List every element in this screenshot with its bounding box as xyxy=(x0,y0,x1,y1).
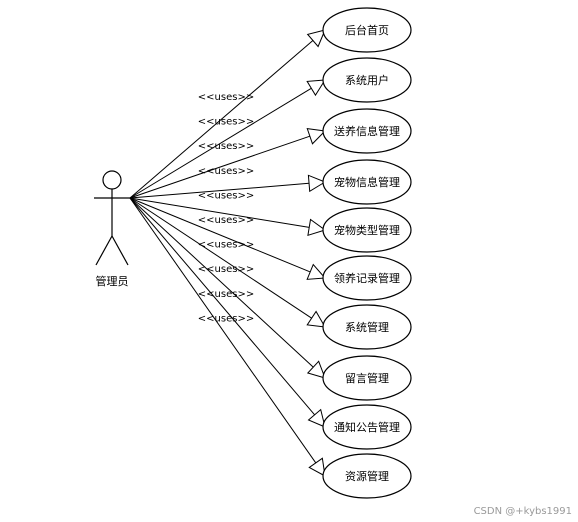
usecase-label: 宠物信息管理 xyxy=(334,175,400,189)
usecase-label: 后台首页 xyxy=(345,23,389,37)
stereotype-label: <<uses>> xyxy=(198,92,254,103)
usecase-label: 资源管理 xyxy=(345,469,389,483)
association-line xyxy=(129,197,312,319)
arrowhead xyxy=(307,174,327,193)
association-line xyxy=(129,87,312,199)
stereotype-label: <<uses>> xyxy=(198,289,254,300)
stereotype-labels: <<uses>> <<uses>> <<uses>> <<uses>> <<uses>>… xyxy=(198,92,254,324)
association-line xyxy=(129,197,311,273)
usecase-label: 系统管理 xyxy=(345,320,389,334)
stereotype-label: <<uses>> xyxy=(198,264,254,275)
usecase-label: 留言管理 xyxy=(345,371,389,385)
usecase-ellipse xyxy=(322,159,412,205)
arrowhead xyxy=(307,218,327,237)
arrowhead xyxy=(308,457,326,477)
stereotype-label: <<uses>> xyxy=(198,215,254,226)
usecase-ellipse xyxy=(322,404,412,450)
actor-figure: 管理员 xyxy=(94,170,130,288)
usecase-ellipse xyxy=(322,355,412,401)
arrowhead xyxy=(306,360,326,379)
usecase-ellipse xyxy=(322,304,412,350)
watermark: CSDN @+kybs1991 xyxy=(474,506,572,517)
usecase-ellipse xyxy=(322,7,412,53)
arrowhead xyxy=(306,29,326,48)
association-line xyxy=(129,182,310,199)
association-line xyxy=(129,197,316,416)
arrowhead xyxy=(306,310,326,328)
stereotype-label: <<uses>> xyxy=(198,141,254,152)
association-line xyxy=(129,197,310,228)
arrowhead xyxy=(306,263,327,280)
usecase-ellipse xyxy=(322,207,412,253)
usecase-label: 通知公告管理 xyxy=(334,420,400,434)
usecase-label: 宠物类型管理 xyxy=(334,223,400,237)
arrowhead xyxy=(307,408,326,428)
usecase-ellipse xyxy=(322,255,412,301)
association-line xyxy=(129,135,311,199)
usecase-ellipse xyxy=(322,108,412,154)
usecase-label: 领养记录管理 xyxy=(334,271,400,285)
usecase-ellipse xyxy=(322,453,412,499)
actor-label: 管理员 xyxy=(96,274,129,288)
usecase-label: 送养信息管理 xyxy=(334,124,400,138)
actor-head xyxy=(102,170,122,190)
stereotype-label: <<uses>> xyxy=(198,117,254,128)
stereotype-label: <<uses>> xyxy=(198,190,254,201)
association-line xyxy=(129,40,314,199)
usecase-label: 系统用户 xyxy=(345,73,389,87)
use-cases: 后台首页系统用户送养信息管理宠物信息管理宠物类型管理领养记录管理系统管理留言管理… xyxy=(322,7,412,499)
association-line xyxy=(129,197,317,464)
stereotype-label: <<uses>> xyxy=(198,240,254,251)
actor-right-leg xyxy=(111,235,129,266)
arrowhead xyxy=(306,128,327,145)
usecase-ellipse xyxy=(322,57,412,103)
arrowhead xyxy=(306,79,326,97)
association-line xyxy=(129,197,314,368)
stereotype-label: <<uses>> xyxy=(198,313,254,324)
association-lines xyxy=(129,29,327,477)
stereotype-label: <<uses>> xyxy=(198,166,254,177)
actor-left-leg xyxy=(95,235,113,266)
